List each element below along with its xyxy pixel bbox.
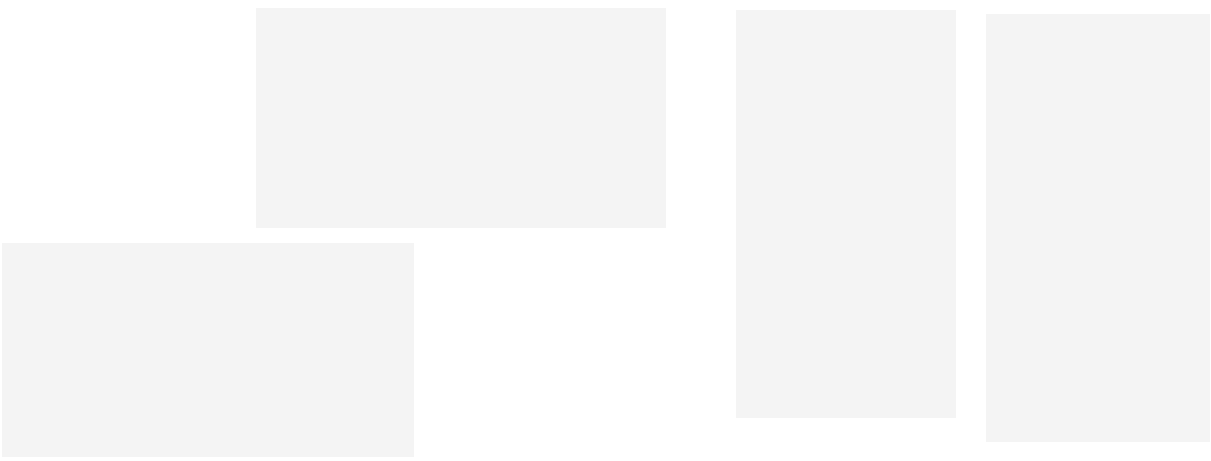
valve-view-actuator-left (2, 243, 414, 457)
valve-view-actuator-down (986, 14, 1210, 442)
valve-view-actuator-up (736, 10, 956, 418)
valve-view-actuator-right (256, 8, 666, 228)
